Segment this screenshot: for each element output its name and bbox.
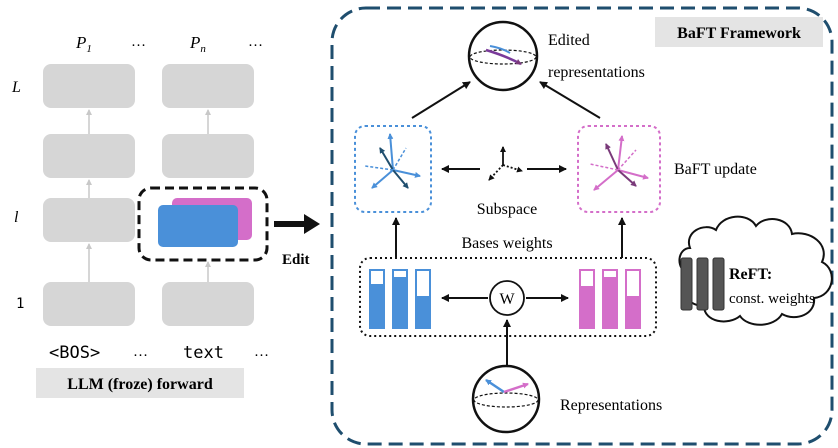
baft-framework-panel: BaFT Framework Edited representations (330, 6, 834, 446)
pink-bar-3-fill (627, 296, 639, 327)
reft-subtitle: const. weights (729, 291, 815, 307)
pink-weight-bars (579, 269, 641, 329)
pink-axis-2 (617, 169, 649, 180)
pink-basis-1 (605, 143, 619, 171)
pink-basis-3 (617, 149, 637, 171)
p1-label: P1 (75, 33, 92, 55)
weight-symbol: W (499, 291, 515, 308)
subspace-axes-icon (488, 146, 523, 181)
token-bos: <BOS> (49, 343, 100, 363)
edited-representation-sphere (467, 20, 539, 92)
edited-repr-label-2: representations (548, 64, 645, 81)
edited-layer-highlight (137, 186, 269, 262)
pink-bar-1-fill (581, 286, 593, 327)
subspace-axis-right (502, 164, 523, 173)
framework-title: BaFT Framework (677, 25, 801, 42)
blue-axis-3 (371, 169, 394, 189)
edited-vector-blue (489, 45, 511, 54)
hidden-block-col2-1 (162, 282, 254, 326)
pink-basis-2 (617, 169, 637, 187)
edit-connector: Edit (274, 214, 320, 268)
layer-label-l: l (14, 209, 19, 226)
bases-weights-label: Bases weights (461, 235, 552, 252)
pink-update-box (577, 125, 661, 213)
repr-vector-pink (503, 382, 529, 394)
repr-vector-blue (485, 378, 505, 394)
hidden-block-col1-1 (43, 282, 135, 326)
blue-basis-3 (392, 147, 407, 171)
framework-title-box (655, 17, 823, 47)
edited-repr-label-1: Edited (548, 32, 590, 49)
blue-bar-3-fill (417, 296, 429, 327)
representation-sphere (471, 364, 541, 434)
edited-sphere-equator (469, 49, 537, 65)
pn-label: Pn (189, 33, 206, 55)
hidden-block-col2-L (162, 64, 254, 108)
edit-arrow-head (304, 214, 320, 234)
top-ellipsis-2: … (248, 34, 263, 50)
repr-sphere-equator (473, 392, 539, 408)
token-text: text (183, 343, 224, 363)
llm-caption: LLM (froze) forward (67, 376, 213, 393)
layer-label-1: 1 (16, 296, 24, 312)
arrow-bases-to-edited (411, 81, 471, 119)
blue-weight-bars (369, 269, 431, 329)
baft-update-label: BaFT update (674, 161, 757, 178)
arrow-update-to-edited (539, 81, 601, 119)
edited-vector (485, 48, 522, 66)
subspace-label: Subspace (477, 201, 537, 218)
hidden-block-col1-mid (43, 134, 135, 178)
hidden-block-col1-L (43, 64, 135, 108)
reft-title: ReFT: (729, 266, 772, 283)
blue-bar-1-fill (371, 284, 383, 327)
reft-bar-1 (680, 257, 693, 311)
framework-border (330, 6, 834, 446)
token-ellipsis-2: … (254, 344, 269, 360)
hidden-block-col1-l (43, 198, 135, 242)
blue-axis-1 (387, 133, 394, 171)
caption-box (36, 368, 244, 398)
repr-sphere-outline (471, 364, 541, 434)
pink-bar-2-fill (604, 277, 616, 327)
blue-basis-2 (392, 169, 409, 189)
subspace-axis-left (488, 164, 504, 181)
weight-node (489, 280, 525, 316)
hidden-block-col2-mid (162, 134, 254, 178)
reft-bar-3 (712, 257, 725, 311)
blue-bases-box (354, 125, 432, 213)
weights-container (359, 257, 657, 337)
blue-basis-1 (379, 147, 394, 171)
token-ellipsis-1: … (133, 344, 148, 360)
pink-axis-1 (617, 135, 625, 171)
edit-label: Edit (282, 252, 310, 268)
pink-axis-3 (593, 169, 619, 191)
llm-panel: P1 … Pn … L l 1 <BOS> … text … LLM (froz (11, 33, 269, 398)
layer-label-L: L (11, 79, 21, 96)
reft-cloud: ReFT: const. weights (678, 215, 833, 326)
blue-bar-2-fill (394, 277, 406, 327)
top-ellipsis-1: … (131, 34, 146, 50)
reft-bar-2 (696, 257, 709, 311)
representations-label: Representations (560, 397, 662, 414)
edited-hidden-blue (158, 205, 238, 247)
blue-axis-2 (392, 169, 421, 178)
